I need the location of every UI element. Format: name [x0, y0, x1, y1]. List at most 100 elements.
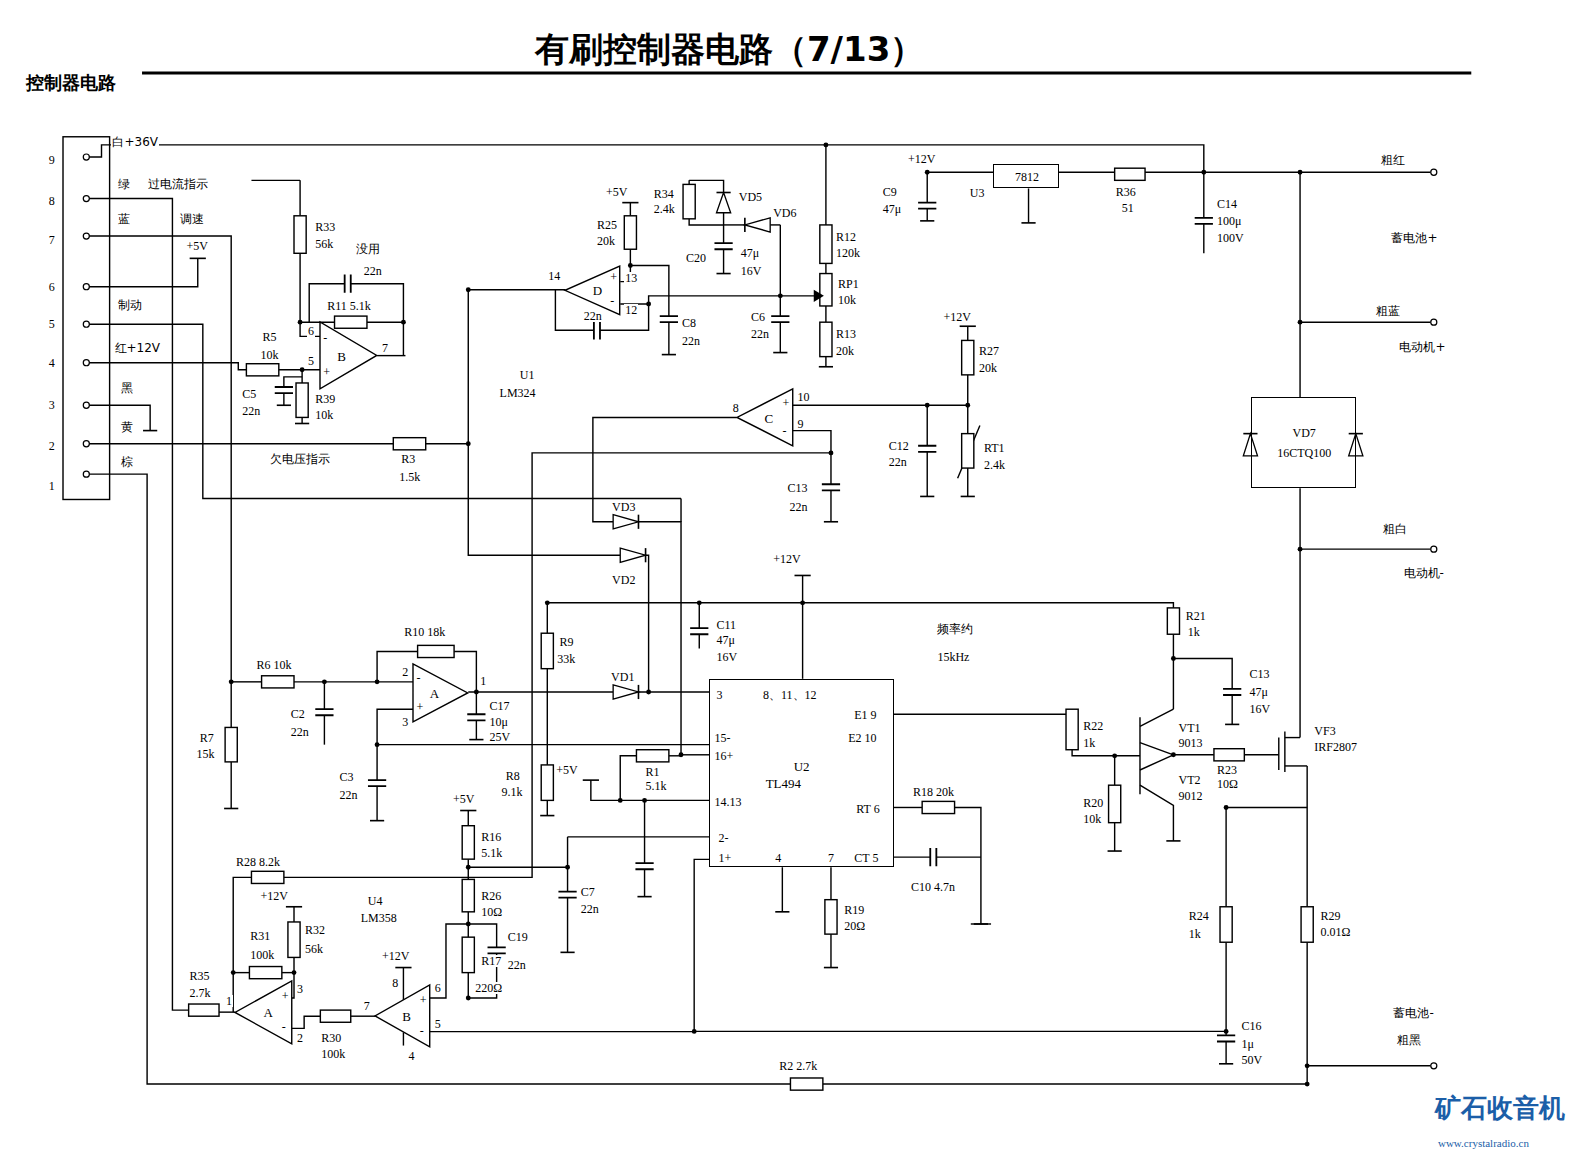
- pin-number: 7: [381, 342, 389, 354]
- junction-dot: [1298, 547, 1303, 552]
- wire: [547, 800, 548, 815]
- supply-symbol: [583, 779, 599, 781]
- junction-dot: [800, 600, 805, 605]
- component-value: 白+36V: [111, 136, 159, 148]
- part-name: C5: [241, 388, 257, 400]
- pin-label: E1 9: [854, 709, 876, 721]
- wire: [377, 744, 709, 745]
- part-name: C14: [1216, 198, 1238, 210]
- capacitor-symbol: [594, 321, 600, 339]
- opamp-letter: C: [765, 411, 774, 424]
- junction-dot: [1171, 656, 1176, 661]
- diode-bar: [645, 548, 647, 562]
- ground-symbol: [1108, 850, 1122, 852]
- wire-connector: [430, 859, 710, 1031]
- component-value: 10k: [1082, 813, 1102, 825]
- input-sign: +: [420, 994, 427, 1006]
- wire: [468, 290, 620, 555]
- diode-symbol: [613, 685, 638, 699]
- connector-pin: [83, 471, 89, 477]
- wire: [1139, 717, 1140, 794]
- component-value: 220Ω: [474, 982, 503, 994]
- part-name: C6: [750, 311, 766, 323]
- wire: [568, 836, 710, 837]
- resistor-symbol: [462, 937, 474, 972]
- part-name: R27: [978, 345, 1000, 357]
- component-value: 15k: [196, 748, 216, 760]
- wire: [955, 807, 981, 924]
- note-text: 过电流指示: [147, 178, 209, 190]
- capacitor-symbol: [467, 714, 485, 720]
- component-value: 15kHz: [936, 651, 970, 663]
- pin-number: 6: [48, 281, 56, 293]
- wire: [967, 468, 968, 496]
- terminal: [1431, 169, 1437, 175]
- part-name: R22: [1082, 720, 1104, 732]
- pin-label: RT 6: [856, 803, 879, 815]
- capacitor-symbol: [275, 387, 293, 393]
- wire: [894, 709, 1072, 714]
- junction-dot: [466, 441, 471, 446]
- junction-dot: [375, 679, 380, 684]
- component-value: 22n: [681, 335, 701, 347]
- opamp-letter: A: [430, 686, 439, 699]
- diode-bar: [716, 192, 730, 194]
- wire: [377, 651, 418, 681]
- part-name: R31: [249, 930, 271, 942]
- junction-dot: [300, 367, 305, 372]
- component-value: 1k: [1188, 928, 1202, 940]
- connector-pin: [83, 284, 89, 290]
- wire: [1140, 785, 1173, 841]
- component-value: 47μ: [715, 634, 735, 646]
- connector-pin: [83, 321, 89, 327]
- wire: [86, 145, 1204, 218]
- part-name: R19: [843, 904, 865, 916]
- opamp-body: [413, 664, 468, 722]
- wire: [1059, 172, 1115, 173]
- part-name: R39: [314, 393, 336, 405]
- component-value: 22n: [363, 265, 383, 277]
- part-name: R7: [199, 732, 215, 744]
- connector-pin: [83, 196, 89, 202]
- wire: [694, 1031, 1226, 1032]
- wire: [770, 224, 780, 225]
- input-sign: -: [610, 295, 614, 307]
- connector-pin: [83, 402, 89, 408]
- capacitor-symbol: [918, 446, 936, 452]
- resistor-symbol: [262, 676, 294, 688]
- wire: [86, 474, 790, 1084]
- wire: [284, 453, 831, 878]
- part-name: VD2: [611, 574, 636, 586]
- resistor-symbol: [1167, 608, 1179, 634]
- note-text: 粗黑: [1396, 1034, 1422, 1046]
- opamp-outline: [320, 322, 377, 389]
- connector-pin: [83, 233, 89, 239]
- wire: [646, 555, 649, 692]
- resistor-symbol: [541, 633, 553, 668]
- wire: [681, 754, 709, 755]
- wire: [967, 326, 968, 340]
- component-value: 5.1k: [645, 780, 668, 792]
- resistor-symbol: [1220, 907, 1232, 942]
- part-name: R24: [1188, 910, 1210, 922]
- pin-number: 9: [797, 418, 805, 430]
- capacitor-symbol: [1223, 689, 1241, 695]
- note-text: 蓝: [117, 213, 131, 225]
- resistor-symbol: [962, 434, 974, 468]
- supply-symbol: [960, 325, 976, 327]
- wire: [1226, 807, 1307, 808]
- capacitor-symbol: [714, 243, 732, 249]
- wire: [723, 249, 724, 273]
- note-text: 棕: [120, 456, 134, 468]
- component-value: 红+12V: [114, 342, 162, 354]
- wire: [367, 322, 403, 355]
- part-name: R20: [1082, 797, 1104, 809]
- part-name: R6 10k: [255, 659, 292, 671]
- resistor-symbol: [820, 274, 832, 306]
- opamp-body: [565, 266, 620, 315]
- component-value: 100V: [1216, 232, 1245, 244]
- component-value: 22n: [580, 903, 600, 915]
- ic-box: U2TL49438、11、12E1 9E2 1015-16+14.13RT 62…: [709, 679, 893, 867]
- note-text: 黄: [120, 421, 134, 433]
